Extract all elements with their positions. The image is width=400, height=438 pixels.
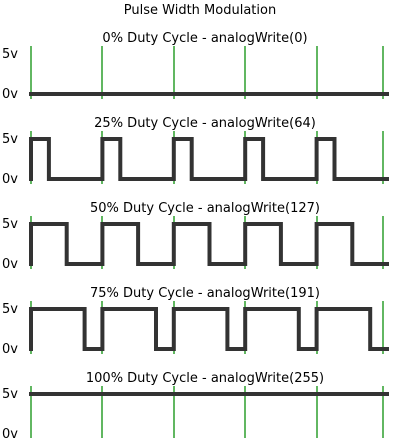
panel-title: 100% Duty Cycle - analogWrite(255) [86, 371, 324, 386]
panel-2: 50% Duty Cycle - analogWrite(127) 5v 0v [2, 201, 389, 272]
diagram-title: Pulse Width Modulation [124, 3, 276, 18]
label-0v: 0v [2, 257, 18, 272]
panel-3: 75% Duty Cycle - analogWrite(191) 5v 0v [2, 286, 389, 357]
label-0v: 0v [2, 427, 18, 438]
label-0v: 0v [2, 172, 18, 187]
label-5v: 5v [2, 132, 18, 147]
label-0v: 0v [2, 87, 18, 102]
label-5v: 5v [2, 47, 18, 62]
panel-4: 100% Duty Cycle - analogWrite(255) 5v 0v [2, 371, 389, 438]
waveform [29, 307, 389, 351]
panel-1: 25% Duty Cycle - analogWrite(64) 5v 0v [2, 116, 389, 187]
label-0v: 0v [2, 342, 18, 357]
panel-title: 75% Duty Cycle - analogWrite(191) [90, 286, 320, 301]
label-5v: 5v [2, 387, 18, 402]
panel-title: 25% Duty Cycle - analogWrite(64) [94, 116, 316, 131]
label-5v: 5v [2, 302, 18, 317]
waveform [29, 137, 389, 181]
label-5v: 5v [2, 217, 18, 232]
panel-0: 0% Duty Cycle - analogWrite(0) 5v 0v [2, 31, 389, 102]
waveform [29, 222, 389, 266]
panel-title: 50% Duty Cycle - analogWrite(127) [90, 201, 320, 216]
panel-title: 0% Duty Cycle - analogWrite(0) [102, 31, 307, 46]
